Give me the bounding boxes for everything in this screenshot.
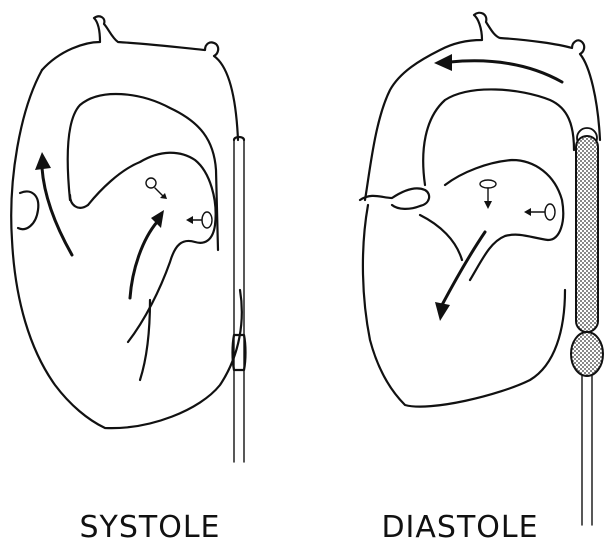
diastole-heart — [360, 13, 600, 407]
systole-valve — [70, 195, 88, 208]
systole-heart-outline — [11, 70, 242, 428]
systole-left-ventricle — [88, 153, 216, 342]
systole-valve-symbol-1 — [146, 178, 156, 188]
systole-atrium — [18, 192, 38, 230]
diastole-valve-symbol-1 — [480, 180, 496, 188]
diastole-arrow-aorta — [450, 61, 562, 82]
diastole-aorta-inner — [423, 89, 574, 185]
diastole-balloon-tip — [571, 332, 603, 376]
diastole-atrium — [360, 188, 429, 208]
diastole-left-ventricle — [445, 160, 563, 280]
diastole-inflated-balloon — [576, 136, 598, 332]
diastole-arrow-down — [442, 232, 485, 305]
systole-valve-symbol-2 — [202, 212, 212, 228]
systole-aorta-inner — [68, 94, 218, 250]
systole-heart — [11, 16, 242, 428]
diastole-flow-arrows — [434, 54, 562, 321]
systole-catheter — [233, 137, 246, 462]
systole-arrow-up-right — [130, 222, 157, 298]
diastole-heart-outline — [363, 205, 565, 407]
systole-label: SYSTOLE — [20, 508, 280, 548]
diastole-valve-symbol-2 — [545, 204, 555, 220]
diastole-aorta-outer — [365, 13, 600, 200]
diastole-septum — [420, 215, 462, 260]
diastole-label: DIASTOLE — [320, 508, 600, 548]
diastole-catheter — [571, 128, 603, 525]
systole-flow-arrows — [35, 152, 212, 298]
